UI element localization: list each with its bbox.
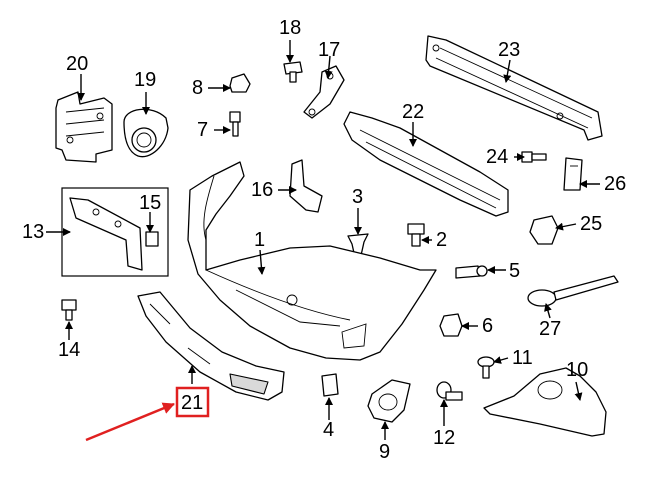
callout-22: 22 (402, 101, 425, 123)
part-7-bolt (229, 111, 241, 137)
part-8-clip (229, 73, 251, 93)
part-4-cap (321, 373, 339, 397)
callout-21: 21 (181, 392, 204, 414)
callout-3: 3 (352, 186, 364, 208)
part-11-clip (477, 356, 495, 379)
part-6-clip (439, 313, 463, 337)
callout-26: 26 (604, 173, 627, 195)
callout-25: 25 (580, 213, 603, 235)
callout-18: 18 (279, 17, 302, 39)
part-23-reinforcement (425, 35, 603, 141)
part-20-bracket (55, 91, 113, 163)
leader-lines (46, 40, 600, 440)
part-14-bolt (61, 299, 77, 321)
callout-2: 2 (436, 229, 448, 251)
callout-9: 9 (379, 441, 391, 463)
callout-7: 7 (197, 119, 209, 141)
part-25-fastener (529, 215, 559, 245)
part-10-fog-cover (483, 367, 607, 437)
part-12-clip (436, 381, 463, 401)
callout-20: 20 (66, 53, 89, 75)
part-21-lower-grille (137, 291, 285, 401)
part-27-tow-hook (527, 275, 619, 307)
callout-4: 4 (323, 419, 335, 441)
callout-12: 12 (433, 427, 456, 449)
callout-1: 1 (254, 229, 266, 251)
callout-24: 24 (486, 146, 509, 168)
callout-16: 16 (251, 179, 274, 201)
callout-15: 15 (139, 192, 162, 214)
callout-10: 10 (566, 359, 589, 381)
callout-8: 8 (192, 77, 204, 99)
part-19-sensor (123, 108, 169, 158)
part-24-bolt (521, 151, 547, 163)
callout-5: 5 (509, 260, 521, 282)
part-22-absorber (343, 111, 509, 217)
part-2-clip (407, 223, 425, 247)
callout-17: 17 (318, 39, 341, 61)
part-17-bracket (303, 65, 345, 119)
callout-23: 23 (498, 39, 521, 61)
part-9-bezel (367, 379, 411, 423)
callout-13: 13 (22, 221, 45, 243)
highlight-arrow (85, 402, 175, 442)
part-18-screw (283, 61, 303, 83)
part-5-clip (455, 265, 488, 279)
callout-11: 11 (512, 347, 533, 369)
part-16-bracket (289, 159, 323, 213)
callout-6: 6 (482, 315, 494, 337)
callout-27: 27 (539, 318, 562, 340)
callout-19: 19 (134, 69, 157, 91)
highlight-box (175, 386, 210, 418)
callout-14: 14 (58, 339, 81, 361)
part-1-bumper-cover (187, 161, 437, 361)
part-26-bracket (563, 157, 583, 191)
